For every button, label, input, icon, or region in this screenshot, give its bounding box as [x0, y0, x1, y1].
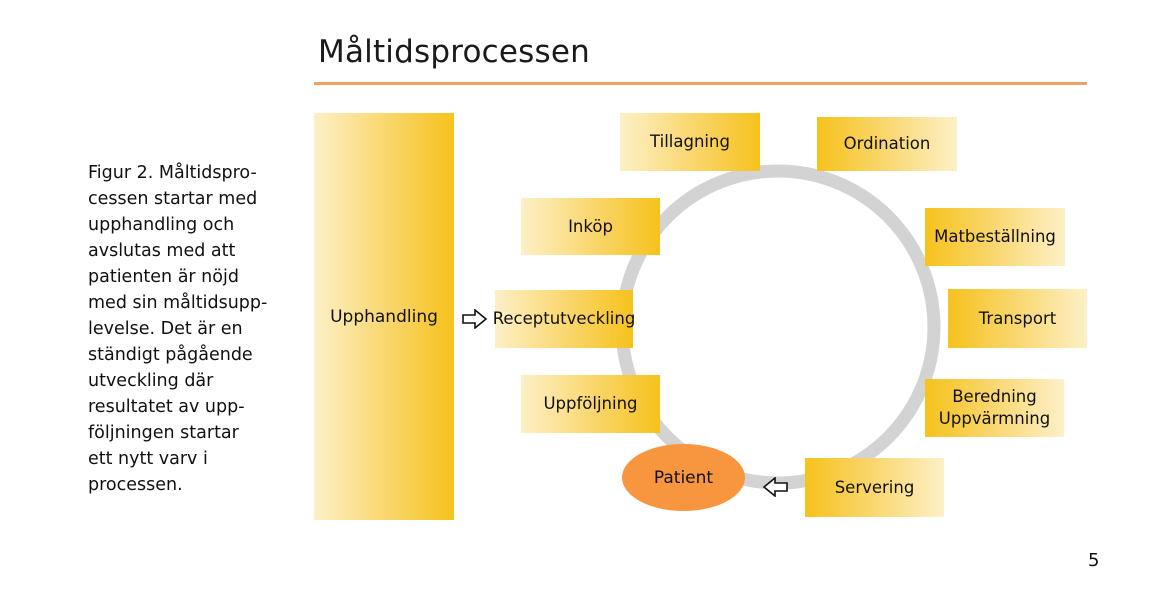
step-label-receptutveckling: Receptutveckling [492, 309, 636, 328]
step-box-matbestallning: Matbeställning [925, 208, 1065, 266]
patient-ellipse: Patient [622, 444, 745, 511]
step-label-uppfoljning: Uppföljning [543, 394, 638, 413]
procurement-label: Upphandling [330, 306, 438, 327]
step-box-transport: Transport [948, 289, 1087, 348]
step-box-beredning-uppvarmning: Beredning Uppvärmning [925, 379, 1064, 437]
step-box-tillagning: Tillagning [620, 113, 760, 171]
step-box-servering: Servering [805, 458, 944, 517]
step-label-inkop: Inköp [568, 216, 613, 236]
figure-caption: Figur 2. Måltidspro- cessen startar med … [88, 163, 268, 495]
step-box-receptutveckling: Receptutveckling [492, 290, 636, 348]
step-box-inkop: Inköp [521, 198, 660, 255]
step-label-servering: Servering [834, 477, 915, 497]
step-box-uppfoljning: Uppföljning [521, 375, 660, 433]
step-label-beredning-uppvarmning: Beredning Uppvärmning [938, 387, 1051, 428]
procurement-box: Upphandling [314, 113, 454, 520]
step-label-ordination: Ordination [843, 134, 931, 153]
page-number: 5 [1088, 550, 1100, 571]
title-divider [314, 82, 1087, 85]
left-arrow-icon [762, 477, 788, 497]
step-label-transport: Transport [978, 308, 1057, 328]
step-label-tillagning: Tillagning [650, 132, 730, 151]
step-label-matbestallning: Matbeställning [934, 227, 1056, 246]
right-arrow-icon [462, 309, 488, 329]
page-title: Måltidsprocessen [318, 34, 590, 70]
patient-label: Patient [653, 467, 714, 488]
step-box-ordination: Ordination [817, 117, 957, 171]
